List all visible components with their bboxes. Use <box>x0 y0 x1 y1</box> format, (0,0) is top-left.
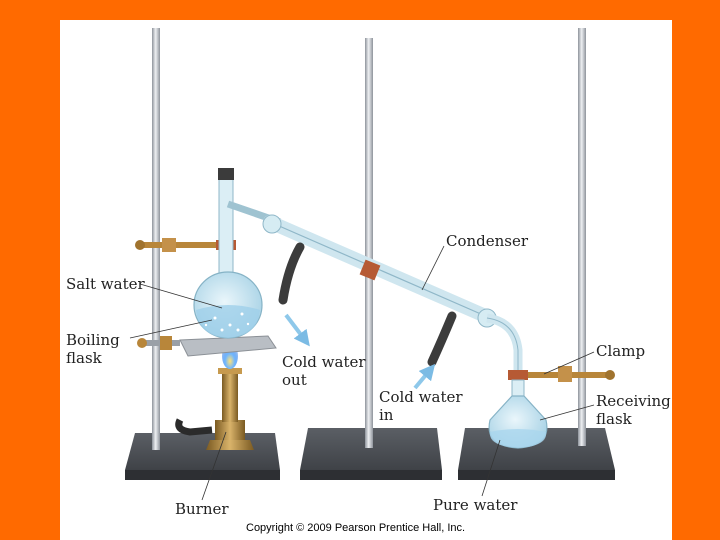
leader-salt-water <box>139 283 223 309</box>
label-receiving-flask-line1: Receiving <box>596 392 671 410</box>
base-left <box>125 433 280 480</box>
label-cold-water-out-line2: out <box>282 371 307 389</box>
arrow-cold-water-in <box>413 363 436 390</box>
arrow-cold-water-out <box>284 313 310 347</box>
boiling-flask <box>193 168 263 339</box>
label-boiling-flask-line2: flask <box>66 349 102 367</box>
label-salt-water: Salt water <box>66 275 145 293</box>
condenser <box>226 200 523 372</box>
tube-cold-water-out <box>278 242 305 305</box>
leader-pure-water <box>481 439 501 497</box>
copyright-notice: Copyright © 2009 Pearson Prentice Hall, … <box>246 522 466 534</box>
label-boiling-flask-line1: Boiling <box>66 331 120 349</box>
label-receiving-flask-line2: flask <box>596 410 632 428</box>
label-clamp: Clamp <box>596 342 646 360</box>
leader-clamp <box>543 351 595 375</box>
label-condenser: Condenser <box>446 232 529 250</box>
clamp-right <box>508 366 615 382</box>
label-burner: Burner <box>175 500 229 518</box>
label-pure-water: Pure water <box>433 496 518 514</box>
tube-cold-water-in <box>427 311 457 367</box>
stand-rod-left <box>152 28 160 450</box>
clamp-middle <box>359 259 381 281</box>
leader-condenser <box>421 245 445 291</box>
label-cold-water-in-line2: in <box>379 406 394 424</box>
leader-burner <box>201 431 227 501</box>
receiving-flask <box>488 379 548 449</box>
label-cold-water-out-line1: Cold water <box>282 353 366 371</box>
leader-receiving-flask <box>539 404 595 421</box>
ring-stand <box>137 335 277 357</box>
burner <box>175 368 254 450</box>
label-cold-water-in-line1: Cold water <box>379 388 463 406</box>
stand-rod-right <box>578 28 586 446</box>
leader-boiling-flask <box>129 319 213 339</box>
stand-rod-middle <box>365 38 373 448</box>
base-middle <box>300 428 442 480</box>
